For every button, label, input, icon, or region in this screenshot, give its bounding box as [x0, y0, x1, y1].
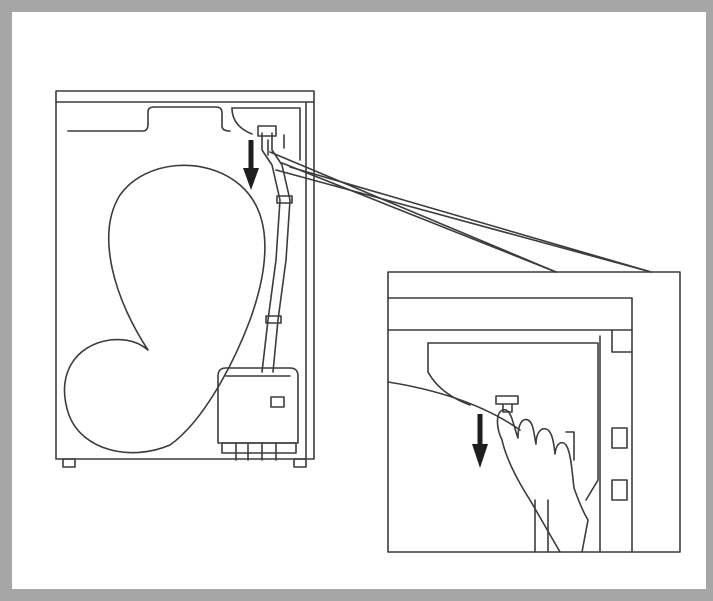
zoom-lines: [269, 151, 652, 273]
drain-hose: [257, 125, 293, 373]
dryer-cabinet: [55, 90, 315, 468]
inset-detail: [387, 271, 681, 553]
arrow-down-icon: [243, 140, 259, 190]
pump-housing: [217, 367, 299, 461]
inset-arrow-down-icon: [472, 414, 488, 468]
hand-icon: [496, 409, 589, 553]
drum-outline: [63, 164, 266, 454]
